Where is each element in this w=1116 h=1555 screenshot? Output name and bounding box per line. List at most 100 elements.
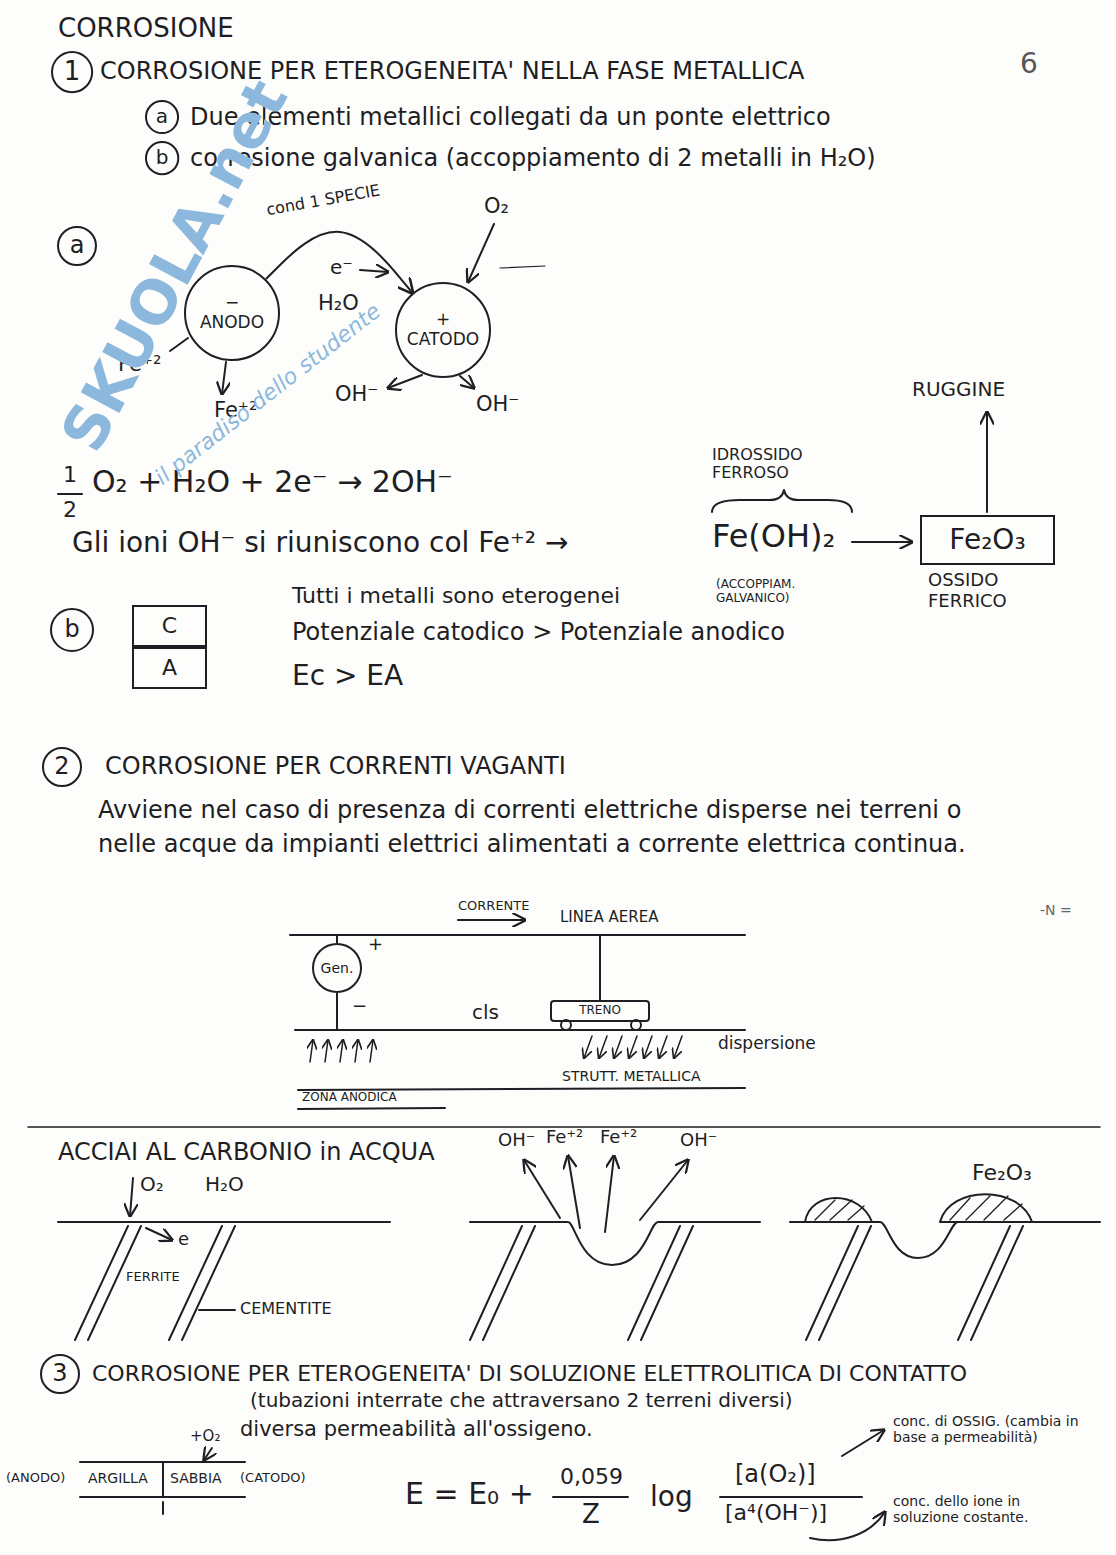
inequality: Ec > EA — [292, 660, 403, 692]
tick — [162, 1502, 164, 1514]
electron-path — [266, 232, 413, 293]
note-text: diversa permeabilità all'ossigeno. — [240, 1417, 593, 1441]
chemical-formula: O₂ — [484, 194, 509, 218]
node-text: b — [64, 616, 79, 644]
node-text: Gen. — [321, 960, 354, 976]
return-arrow — [370, 1040, 373, 1062]
cathode-layer-box: C — [132, 605, 207, 647]
pitted-surface — [790, 1222, 1100, 1258]
ion-label: OH⁻ — [498, 1130, 535, 1151]
note-text: (tubazioni interrate che attraversano 2 … — [250, 1389, 793, 1412]
fraction-term: [a⁴(OH⁻)] — [725, 1500, 827, 1525]
generator-circle: Gen. — [312, 943, 362, 993]
soil-divider — [162, 1462, 164, 1497]
brace — [712, 490, 852, 512]
current-arrow — [458, 919, 525, 921]
node-text: b — [156, 146, 169, 169]
wire — [336, 993, 338, 1030]
return-arrow — [325, 1040, 328, 1062]
margin-note: -N = — [1040, 902, 1072, 918]
circle-outline — [313, 944, 361, 992]
circle-outline — [52, 52, 92, 92]
node-text: 1 — [64, 57, 81, 87]
node-text: C — [162, 613, 177, 638]
rust-mound — [805, 1198, 872, 1222]
diagram-label: cls — [472, 1001, 499, 1024]
circle-outline — [41, 1355, 79, 1393]
section-heading: CORROSIONE PER ETEROGENEITA' DI SOLUZION… — [92, 1360, 1022, 1388]
note-text: conc. di OSSIG. (cambia in base a permea… — [893, 1413, 1098, 1445]
callout-circle: 1 — [51, 51, 93, 93]
page-title: CORROSIONE — [58, 14, 234, 44]
fraction-bar — [553, 1496, 628, 1498]
note-text: corrosione galvanica (accoppiamento di 2… — [190, 145, 876, 173]
lamella — [806, 1226, 871, 1340]
cathode-circle: +CATODO — [395, 282, 491, 378]
box-outline — [133, 606, 206, 646]
callout-circle: b — [50, 608, 94, 652]
fraction-bar — [720, 1496, 862, 1498]
note-text: OSSIDO FERRICO — [928, 570, 1040, 611]
fraction-bar — [58, 493, 82, 495]
dash-line — [500, 266, 545, 268]
lamella — [470, 1226, 535, 1340]
callout-circle: 3 — [40, 1354, 80, 1394]
ion-arrow — [388, 375, 422, 388]
box-outline — [133, 648, 206, 688]
section-heading: CORROSIONE PER CORRENTI VAGANTI — [105, 753, 566, 781]
note-text: RUGGINE — [912, 378, 1005, 401]
oxygen-arrow — [130, 1178, 133, 1216]
train-box: TRENO — [550, 1000, 650, 1022]
lamella — [628, 1226, 693, 1340]
oxygen-arrow — [468, 224, 494, 282]
node-text: 2 — [54, 753, 69, 781]
diagram-label: CORRENTE — [458, 899, 529, 914]
pipe — [80, 1462, 245, 1497]
circle-outline — [146, 101, 178, 133]
return-arrow — [355, 1040, 358, 1062]
circle-outline — [43, 748, 81, 786]
circle-outline — [146, 142, 178, 174]
node-text: − — [225, 293, 239, 313]
dispersion-arrow — [644, 1036, 652, 1058]
diagram-label: (ANODO) — [6, 1471, 65, 1486]
ion-arrow — [524, 1160, 560, 1218]
ion-label: OH⁻ — [335, 382, 378, 406]
note-arrow — [842, 1430, 884, 1456]
box-outline — [551, 1001, 649, 1021]
section-heading: CORROSIONE PER ETEROGENEITA' NELLA FASE … — [100, 58, 804, 86]
oxide-box: Fe₂O₃ — [920, 515, 1055, 565]
node-text: A — [162, 655, 177, 680]
polarity-sign: − — [352, 996, 367, 1017]
note-text: IDROSSIDO FERROSO — [712, 446, 847, 483]
rail-line — [295, 1029, 745, 1031]
fraction-number: Z — [582, 1500, 600, 1530]
phase-label: CEMENTITE — [240, 1300, 332, 1318]
dispersion-arrow — [629, 1036, 637, 1058]
dispersion-arrow — [614, 1036, 622, 1058]
node-text: Fe₂O₃ — [949, 524, 1025, 556]
diagram-label: LINEA AEREA — [560, 909, 658, 926]
diagram-label: SABBIA — [170, 1470, 222, 1486]
dispersion-arrow — [584, 1036, 592, 1058]
reaction-arrow — [986, 412, 988, 512]
ion-label: OH⁻ — [476, 392, 519, 416]
return-arrow — [340, 1040, 343, 1062]
reaction-equation: O₂ + H₂O + 2e⁻ → 2OH⁻ — [92, 465, 453, 500]
electron-label: e — [178, 1229, 189, 1250]
diagram-label: dispersione — [718, 1034, 816, 1054]
node-text: a — [70, 232, 85, 260]
note-text: Tutti i metalli sono eterogenei — [292, 583, 620, 608]
callout-circle: a — [57, 226, 97, 266]
diagram-label: STRUTT. METALLICA — [562, 1068, 701, 1084]
ion-label: OH⁻ — [680, 1130, 717, 1151]
fraction-number: 1 — [63, 462, 77, 487]
callout-circle: a — [145, 100, 179, 134]
diagram-label: ZONA ANODICA — [302, 1091, 397, 1105]
anode-circle: −ANODO — [184, 265, 280, 361]
fraction-number: 0,059 — [560, 1464, 623, 1489]
lamella — [958, 1226, 1023, 1340]
ion-arrow — [222, 362, 226, 394]
chemical-formula: Fe(OH)₂ — [712, 518, 835, 555]
